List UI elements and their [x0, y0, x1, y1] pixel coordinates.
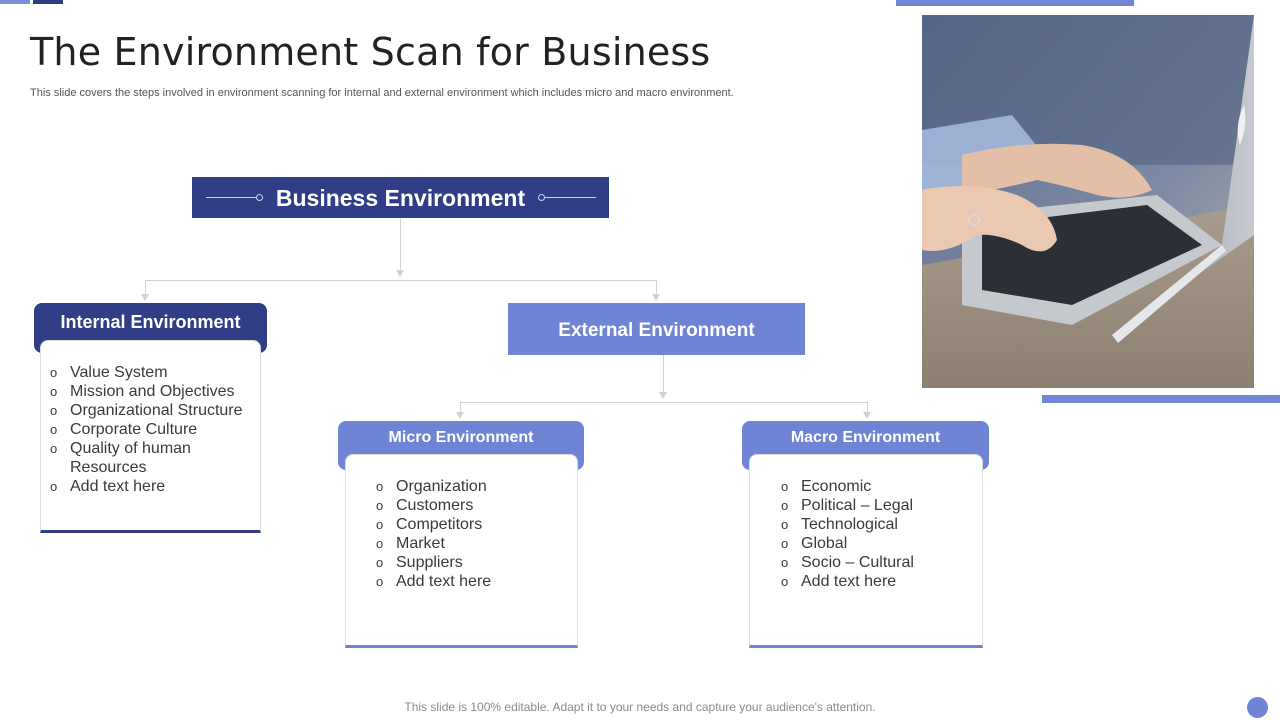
arrow-micro: [456, 412, 464, 419]
external-environment-box: External Environment: [508, 303, 805, 355]
header-line-left: [206, 197, 258, 198]
accent-bar-top: [896, 0, 1134, 6]
macro-environment-label: Macro Environment: [790, 429, 941, 446]
micro-environment-label: Micro Environment: [388, 429, 534, 446]
connector-root-down: [400, 218, 401, 270]
connector-external-down: [663, 355, 664, 392]
laptop-typing-image: [922, 15, 1254, 388]
arrow-root: [396, 270, 404, 277]
arrow-external: [652, 294, 660, 301]
page-indicator-dot: [1247, 697, 1268, 718]
connector-sub-branch: [460, 402, 868, 403]
business-environment-label: Business Environment: [275, 185, 526, 211]
connector-branch: [145, 280, 656, 281]
slide-subtitle: This slide covers the steps involved in …: [30, 87, 734, 99]
header-line-right: [544, 197, 596, 198]
accent-square-dark: [33, 0, 63, 4]
arrow-external-down: [659, 392, 667, 399]
accent-bar-side: [1042, 395, 1280, 403]
business-environment-box: Business Environment: [192, 177, 609, 218]
slide-title: The Environment Scan for Business: [30, 30, 711, 74]
connector-internal: [145, 280, 146, 294]
connector-external: [656, 280, 657, 294]
arrow-macro: [863, 412, 871, 419]
connector-macro: [867, 402, 868, 413]
laptop-photo: [922, 15, 1254, 388]
external-environment-label: External Environment: [558, 320, 755, 341]
arrow-internal: [141, 294, 149, 301]
connector-micro: [460, 402, 461, 413]
header-dot-left: [256, 194, 263, 201]
internal-environment-label: Internal Environment: [60, 312, 241, 332]
accent-square-light: [0, 0, 30, 4]
slide-footer: This slide is 100% editable. Adapt it to…: [404, 700, 876, 714]
